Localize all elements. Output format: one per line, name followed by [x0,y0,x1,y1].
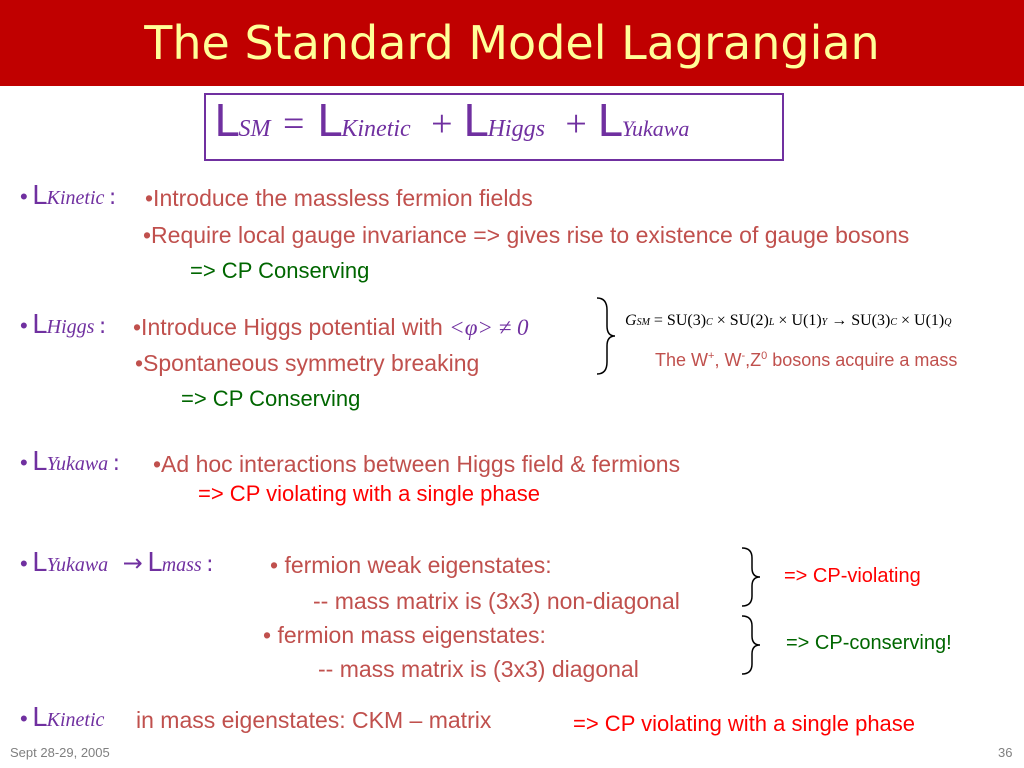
weak-brace [741,547,761,607]
higgs-line-1: •Introduce Higgs potential with <φ> ≠ 0 [133,314,529,340]
mass-eigenstates: • fermion mass eigenstates: [263,622,546,648]
kinetic-term-label: • LKinetic : [20,181,117,211]
bosons-acquire-mass: The W+, W-,Z0 bosons acquire a mass [655,350,958,370]
higgs-line-2: •Spontaneous symmetry breaking [135,350,480,376]
slide-title: The Standard Model Lagrangian [144,16,880,70]
mass-brace [741,615,761,675]
weak-eigenstates: • fermion weak eigenstates: [270,552,552,578]
symmetry-breaking-formula: GSM = SU(3)C × SU(2)L × U(1)Y → SU(3)C ×… [625,312,952,329]
footer-date: Sept 28-29, 2005 [10,745,110,760]
lagrangian-equation: LSM = LKinetic + LHiggs + LYukawa [214,96,690,147]
yukawa-to-mass-label: • LYukawa → Lmass : [20,548,214,578]
higgs-term-label: • LHiggs : [20,310,107,340]
kinetic-line-1: •Introduce the massless fermion fields [145,185,533,211]
higgs-vev: <φ> ≠ 0 [449,315,529,340]
yukawa-line-1: •Ad hoc interactions between Higgs field… [153,451,681,477]
mass-eigen-matrix: -- mass matrix is (3x3) diagonal [318,656,639,682]
ckm-term-label: • LKinetic [20,703,105,733]
higgs-brace [596,297,616,375]
yukawa-cp-violating: => CP violating with a single phase [198,481,541,506]
ckm-matrix-text: in mass eigenstates: CKM – matrix [136,707,492,733]
equation-box [204,93,784,161]
cp-violating-label: => CP-violating [784,565,921,587]
kinetic-line-2: •Require local gauge invariance => gives… [143,222,910,248]
ckm-cp-violating: => CP violating with a single phase [573,711,916,736]
yukawa-term-label: • LYukawa : [20,447,121,477]
weak-mass-matrix: -- mass matrix is (3x3) non-diagonal [313,588,680,614]
higgs-cp-conserving: => CP Conserving [181,386,361,411]
kinetic-cp-conserving: => CP Conserving [190,258,370,283]
cp-conserving-label: => CP-conserving! [786,632,952,654]
title-bar [0,0,1024,86]
page-number: 36 [998,745,1013,760]
